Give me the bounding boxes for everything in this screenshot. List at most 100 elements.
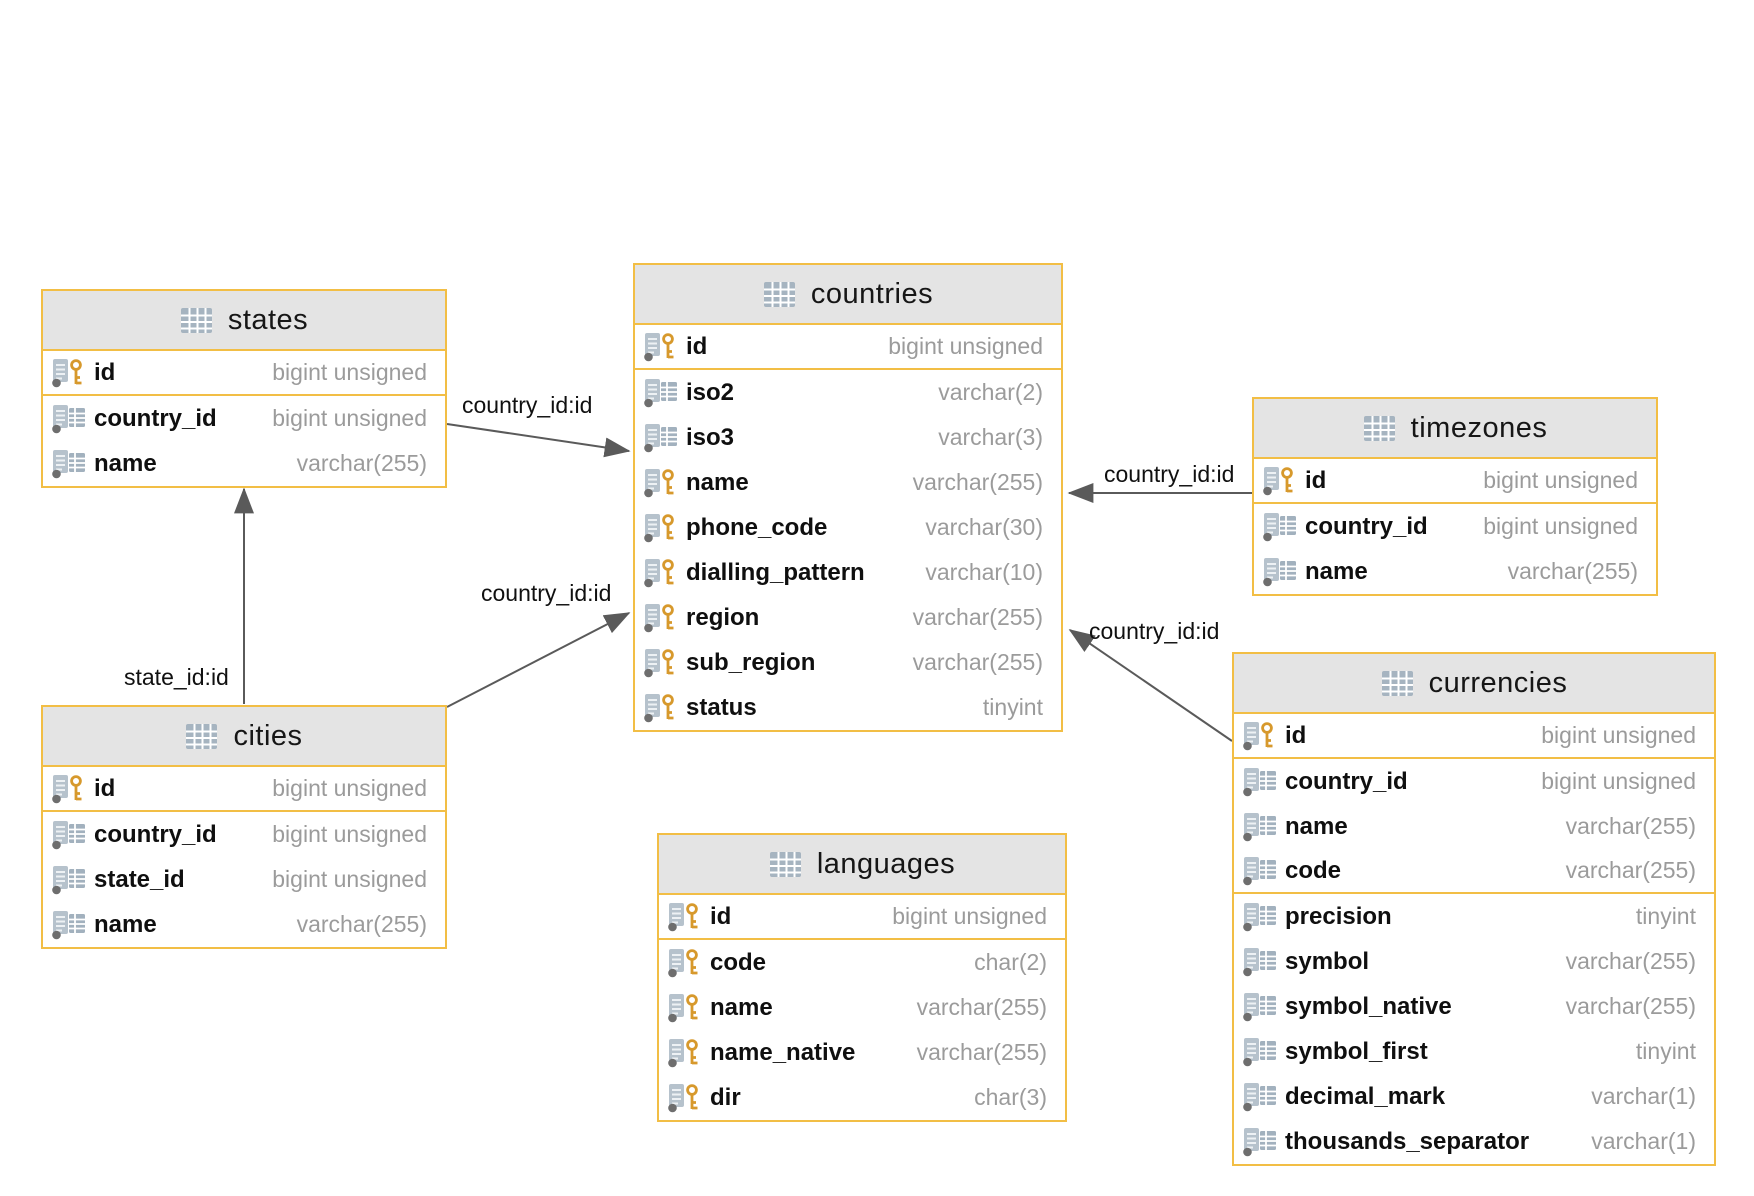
table-grid-icon bbox=[186, 723, 218, 749]
field-icon bbox=[644, 692, 678, 723]
table-header-currencies[interactable]: currencies bbox=[1234, 654, 1714, 714]
key-icon bbox=[644, 469, 674, 498]
field-row-countries-status[interactable]: status tinyint bbox=[635, 685, 1061, 730]
field-name: id bbox=[1305, 466, 1327, 494]
field-type: varchar(3) bbox=[938, 424, 1043, 450]
field-name: id bbox=[1285, 721, 1307, 749]
field-icon bbox=[1263, 556, 1297, 587]
field-type: varchar(255) bbox=[296, 911, 427, 937]
field-row-countries-iso3[interactable]: iso3 varchar(3) bbox=[635, 415, 1061, 460]
relationship-label-timezones-countries: country_id:id bbox=[1104, 461, 1235, 487]
relationship-line-states-countries[interactable] bbox=[446, 423, 631, 458]
field-name: dir bbox=[710, 1083, 741, 1111]
field-icon bbox=[1243, 946, 1277, 977]
field-name: id bbox=[710, 902, 732, 930]
field-name: name_native bbox=[710, 1038, 856, 1066]
field-name: country_id bbox=[94, 404, 217, 432]
field-type: tinyint bbox=[982, 694, 1043, 720]
field-icon bbox=[1243, 811, 1277, 842]
field-type: bigint unsigned bbox=[888, 333, 1043, 359]
field-type: bigint unsigned bbox=[272, 821, 427, 847]
field-type: varchar(10) bbox=[925, 559, 1043, 585]
field-name: country_id bbox=[94, 820, 217, 848]
column-icon bbox=[1263, 513, 1296, 542]
field-name: symbol_first bbox=[1285, 1037, 1428, 1065]
table-header-languages[interactable]: languages bbox=[659, 835, 1065, 895]
relationship-label-cities-states: state_id:id bbox=[124, 664, 229, 690]
field-name: state_id bbox=[94, 865, 185, 893]
table-header-cities[interactable]: cities bbox=[43, 707, 445, 767]
field-row-cities-name[interactable]: name varchar(255) bbox=[43, 902, 445, 947]
field-name: name bbox=[94, 910, 157, 938]
field-name: name bbox=[94, 449, 157, 477]
field-name: sub_region bbox=[686, 648, 816, 676]
column-icon bbox=[52, 911, 85, 940]
field-name: id bbox=[94, 358, 116, 386]
key-icon bbox=[644, 333, 674, 362]
key-icon bbox=[668, 903, 698, 932]
field-icon bbox=[668, 992, 702, 1023]
field-name: iso3 bbox=[686, 423, 735, 451]
relationship-line-cities-countries[interactable] bbox=[446, 612, 631, 708]
field-icon bbox=[1243, 766, 1277, 797]
field-row-cities-country_id[interactable]: country_id bigint unsigned bbox=[43, 812, 445, 857]
field-type: varchar(255) bbox=[912, 469, 1043, 495]
table-header-states[interactable]: states bbox=[43, 291, 445, 351]
column-icon bbox=[1243, 993, 1276, 1022]
field-icon bbox=[1263, 465, 1297, 496]
field-icon bbox=[644, 602, 678, 633]
column-icon bbox=[1243, 903, 1276, 932]
table-title: countries bbox=[810, 277, 934, 310]
table-header-timezones[interactable]: timezones bbox=[1254, 399, 1656, 459]
field-name: status bbox=[686, 693, 757, 721]
field-type: varchar(1) bbox=[1591, 1128, 1696, 1154]
column-icon bbox=[644, 424, 677, 453]
field-icon bbox=[644, 647, 678, 678]
table-header-countries[interactable]: countries bbox=[635, 265, 1061, 325]
field-icon bbox=[52, 773, 86, 804]
table-title: states bbox=[227, 303, 309, 336]
key-icon bbox=[52, 775, 82, 804]
column-icon bbox=[1243, 948, 1276, 977]
field-name: country_id bbox=[1305, 512, 1428, 540]
column-icon bbox=[52, 821, 85, 850]
field-name: country_id bbox=[1285, 767, 1408, 795]
relationship-line-currencies-countries[interactable] bbox=[1068, 629, 1233, 742]
